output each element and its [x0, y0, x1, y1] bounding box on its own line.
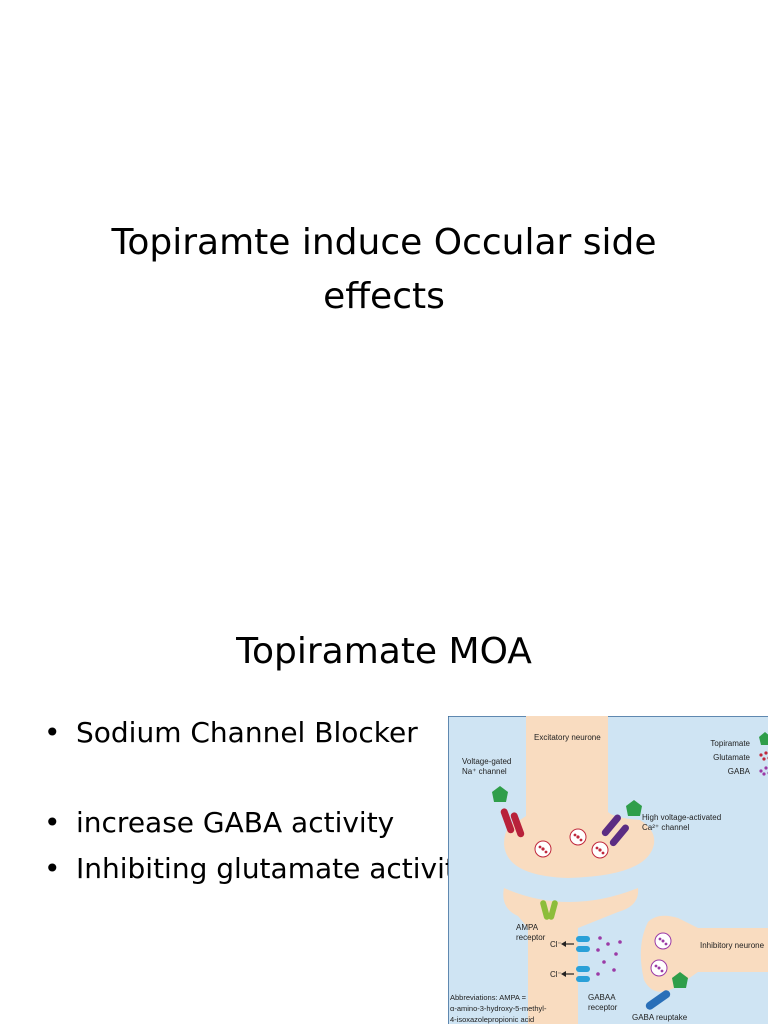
- bullet-dot: •: [44, 716, 61, 749]
- bullet-text: Inhibiting glutamate activity: [76, 852, 454, 885]
- gaba-molecules: [596, 936, 622, 976]
- slide-1: Topiramte induce Occular side effects: [40, 216, 728, 324]
- slide-1-title: Topiramte induce Occular side effects: [40, 216, 728, 324]
- na-channel: [492, 786, 525, 838]
- gaba-a-receptors: [561, 936, 590, 982]
- label-gaba-reuptake: GABA reuptake: [632, 1013, 688, 1022]
- gaba-transporter: [645, 990, 671, 1010]
- legend-label-topiramate: Topiramate: [710, 739, 750, 748]
- bullet-item: • Inhibiting glutamate activity: [44, 852, 454, 898]
- title-line-2: effects: [323, 276, 445, 318]
- topiramate-marker: [672, 972, 688, 988]
- inhibitory-neurone: [640, 915, 768, 992]
- label-ampa-1: AMPA: [516, 923, 539, 932]
- bullet-dot: •: [44, 852, 61, 885]
- label-ca-1: High voltage-activated: [642, 813, 721, 822]
- moa-diagram-svg: Excitatory neurone Voltage-gated Na⁺ cha…: [448, 716, 768, 1024]
- label-inhibitory: Inhibitory neurone: [700, 941, 765, 950]
- topiramate-marker: [492, 786, 508, 802]
- label-abbrev-2: α-amino-3-hydroxy-5-methyl-: [450, 1004, 547, 1013]
- label-gaba-a-2: receptor: [588, 1003, 618, 1012]
- ca-channel: [601, 800, 642, 847]
- legend-label-gaba: GABA: [728, 767, 751, 776]
- legend-glutamate-icon: [759, 751, 768, 761]
- label-cl-2: Cl⁻: [550, 970, 562, 979]
- bullet-text: increase GABA activity: [76, 806, 395, 839]
- glutamate-vesicles: [534, 828, 609, 859]
- title-line-1: Topiramte induce Occular side: [111, 222, 657, 264]
- label-na-1: Voltage-gated: [462, 757, 511, 766]
- slide-2-title: Topiramate MOA: [236, 631, 532, 672]
- label-cl-1: Cl⁻: [550, 940, 562, 949]
- label-excitatory: Excitatory neurone: [534, 733, 601, 742]
- legend-gaba-icon: [759, 766, 768, 776]
- legend-topiramate-icon: [759, 732, 768, 745]
- legend-label-glutamate: Glutamate: [713, 753, 750, 762]
- label-ca-2: Ca²⁺ channel: [642, 823, 690, 832]
- bullet-dot: •: [44, 806, 61, 839]
- bullet-item: • increase GABA activity: [44, 806, 454, 852]
- legend: [759, 732, 768, 776]
- ampa-receptor-shape: [540, 900, 558, 920]
- bullet-spacer: [44, 762, 454, 806]
- label-abbrev-1: Abbreviations: AMPA =: [450, 993, 527, 1002]
- label-ampa-2: receptor: [516, 933, 546, 942]
- bullet-list: • Sodium Channel Blocker • increase GABA a…: [44, 716, 454, 898]
- label-na-2: Na⁺ channel: [462, 767, 507, 776]
- bullet-item: • Sodium Channel Blocker: [44, 716, 454, 762]
- label-abbrev-3: 4-isoxazolepropionic acid: [450, 1015, 534, 1024]
- moa-diagram: Excitatory neurone Voltage-gated Na⁺ cha…: [448, 716, 768, 1024]
- topiramate-marker: [626, 800, 642, 816]
- gaba-vesicles: [650, 932, 672, 977]
- slide-2: Topiramate MOA • Sodium Channel Blocker •…: [0, 576, 768, 1024]
- label-gaba-a-1: GABAA: [588, 993, 616, 1002]
- postsynaptic-dendrite: [503, 888, 639, 1024]
- bullet-text: Sodium Channel Blocker: [76, 716, 418, 749]
